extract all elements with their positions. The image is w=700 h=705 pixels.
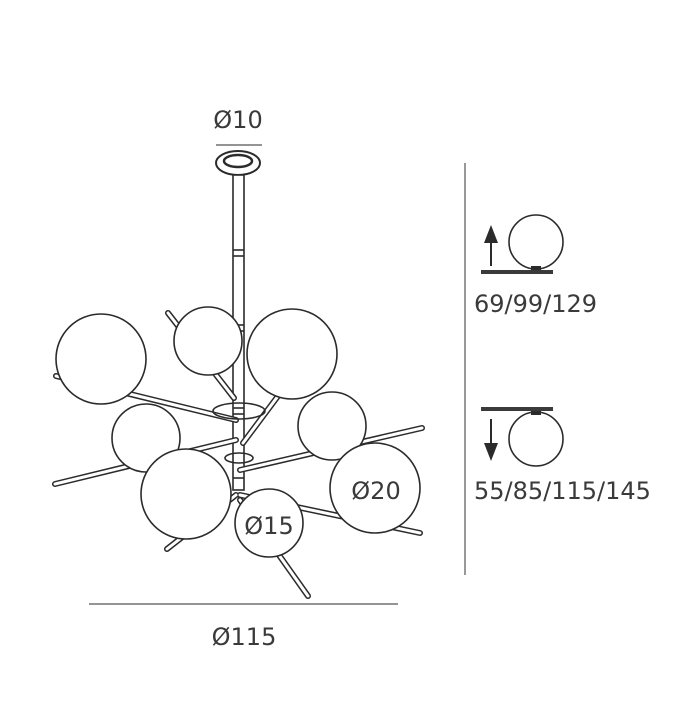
canopy bbox=[215, 150, 261, 176]
downward-mount-figure bbox=[481, 407, 564, 467]
globe-upper-right bbox=[246, 308, 338, 400]
up-arrow-icon bbox=[484, 225, 498, 266]
globe-front-small bbox=[234, 488, 304, 558]
canopy-diameter-label: Ø10 bbox=[213, 106, 262, 134]
globe-front-left bbox=[140, 448, 232, 540]
globe-back-center bbox=[173, 306, 243, 376]
globe-front-right bbox=[329, 442, 421, 534]
large-globe-diameter-label: Ø20 bbox=[351, 477, 400, 505]
down-arrow-icon bbox=[484, 419, 498, 461]
globe-mid-right bbox=[297, 391, 367, 461]
upward-heights-label: 69/99/129 bbox=[474, 290, 597, 318]
globes bbox=[55, 306, 421, 558]
stem-collars bbox=[212, 402, 266, 464]
upward-mount-figure bbox=[481, 214, 564, 274]
overall-diameter-label: Ø115 bbox=[212, 623, 277, 651]
globe-upper-left bbox=[55, 313, 147, 405]
downward-heights-label: 55/85/115/145 bbox=[474, 477, 651, 505]
small-globe-diameter-label: Ø15 bbox=[244, 512, 293, 540]
